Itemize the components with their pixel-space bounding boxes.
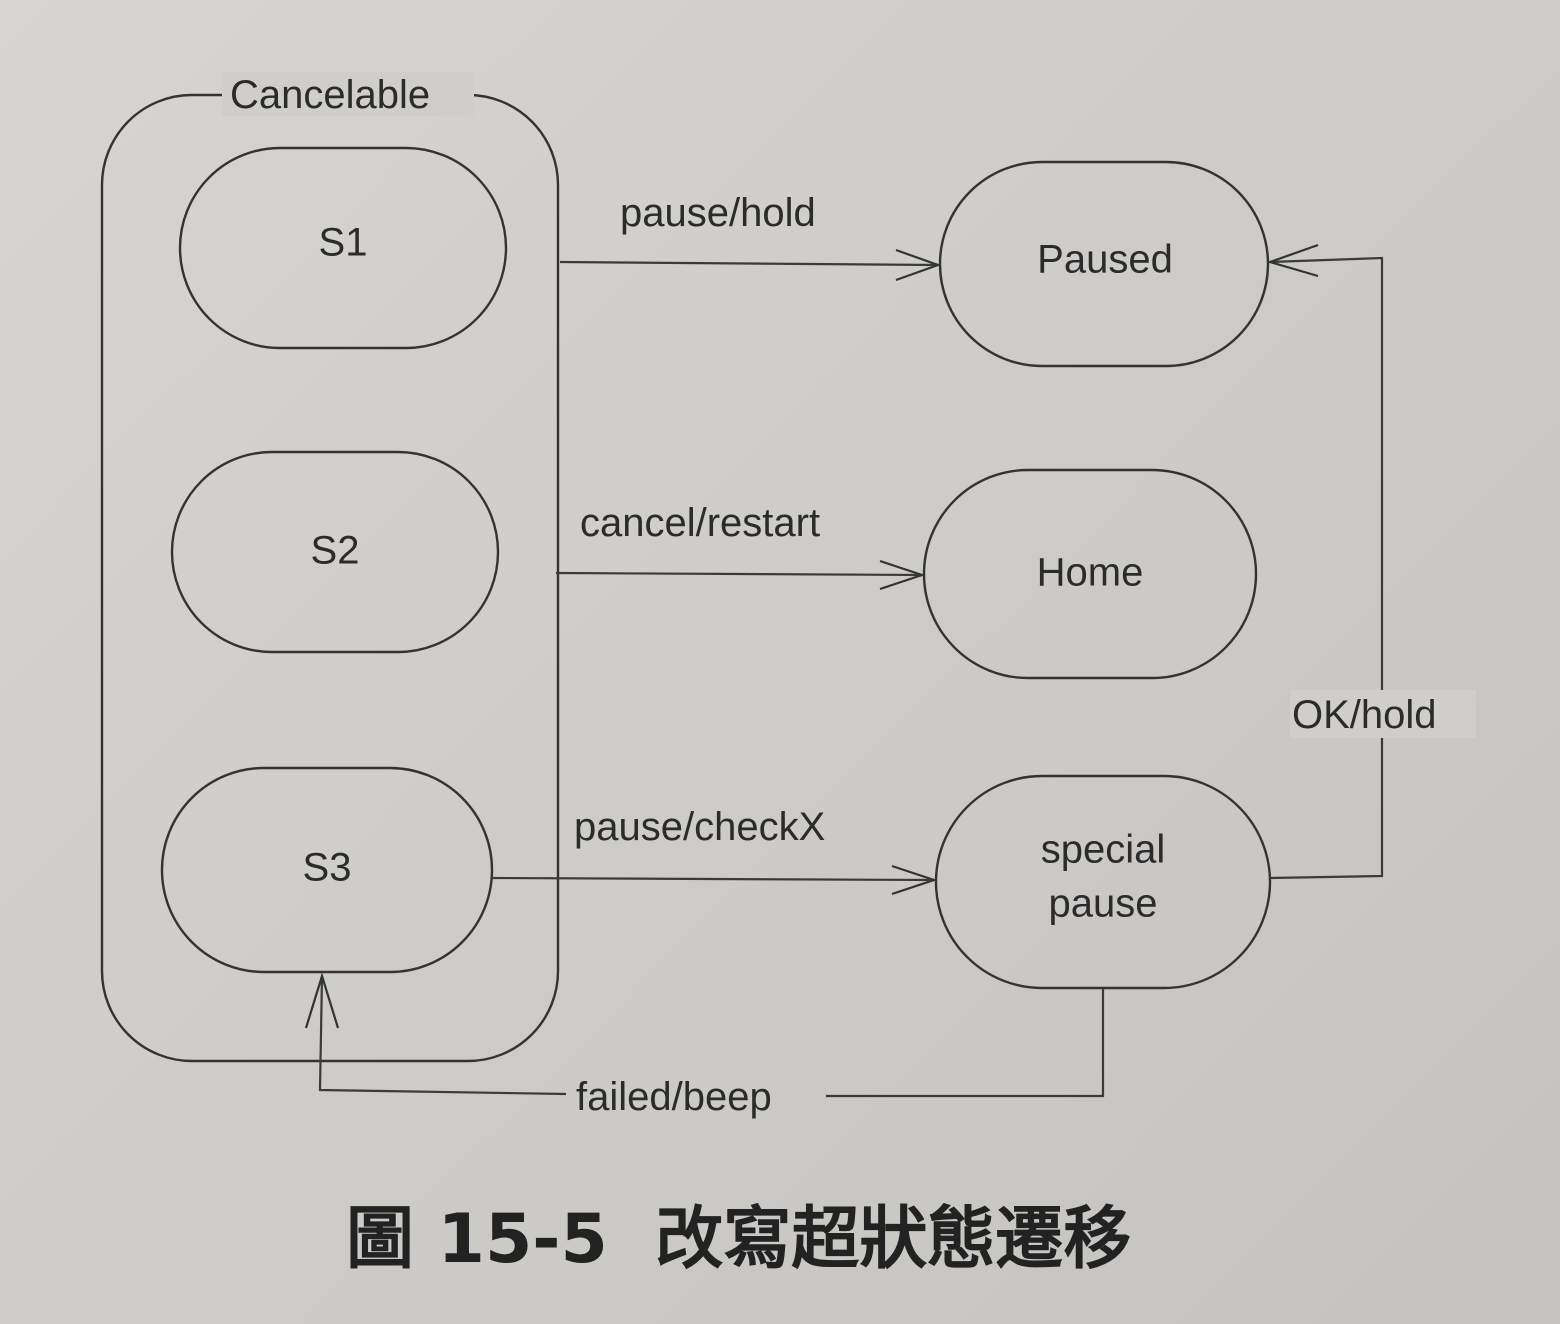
transition-pause-hold-label: pause/hold [620,191,816,235]
arrowhead-ok-hold [1266,243,1319,278]
state-paused-label: Paused [1037,238,1173,282]
state-s2-label: S2 [311,529,360,573]
transition-pause-checkx-line [491,876,935,882]
state-home-label: Home [1037,551,1144,595]
state-home [922,468,1258,680]
arrowhead-cancel-restart [879,559,926,591]
transition-ok-hold-label: OK/hold [1292,693,1437,737]
arrowhead-failed-beep [304,972,340,1029]
transition-failed-beep-line-2 [318,975,567,1096]
transition-ok-hold-line [1269,256,1384,880]
arrowhead-pause-hold [895,248,942,282]
transition-pause-checkx-label: pause/checkX [574,805,825,849]
state-s1 [178,146,508,350]
transition-failed-beep-line [826,988,1105,1098]
state-s3-label: S3 [303,846,352,890]
transition-pause-hold-line [559,260,939,267]
transition-cancel-restart-label: cancel/restart [580,501,820,545]
state-s2 [170,450,500,654]
superstate-label: Cancelable [230,73,430,117]
transition-cancel-restart-line [555,571,923,577]
state-special-pause-label-line2: pause [1049,882,1158,926]
arrowhead-pause-checkx [891,864,938,896]
state-special-pause-label-line1: special [1041,828,1166,872]
transition-failed-beep-label: failed/beep [576,1075,772,1119]
state-s1-label: S1 [319,221,368,265]
state-s3 [160,766,494,974]
figure-caption: 圖 15-5 改寫超狀態遷移 [346,1200,1131,1279]
state-paused [938,160,1270,368]
